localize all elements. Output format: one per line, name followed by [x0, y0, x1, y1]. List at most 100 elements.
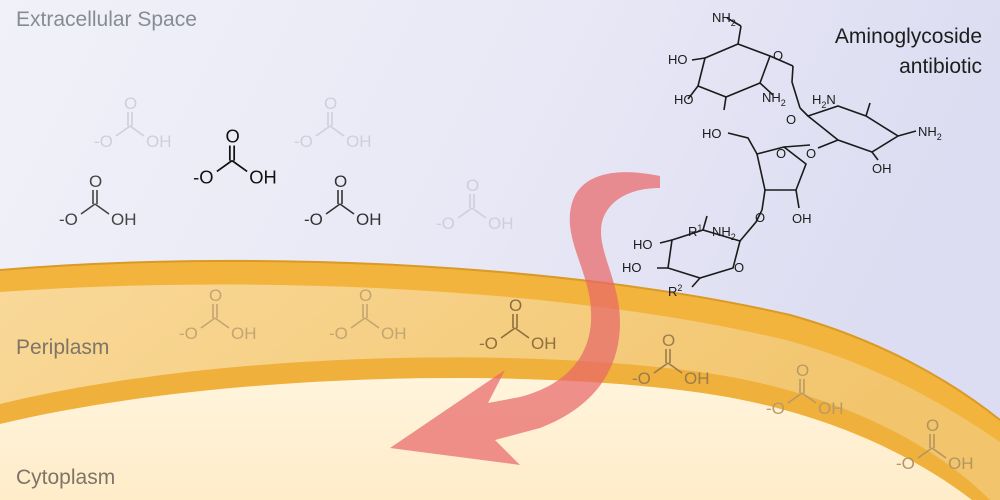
bicarbonate-bond [471, 207, 487, 219]
bicarbonate-bond [801, 392, 817, 404]
bicarbonate-bond [787, 392, 803, 404]
bicarbonate-bond [325, 203, 341, 215]
bicarbonate-o-minus: -O [94, 132, 113, 151]
bicarbonate-bond [94, 203, 110, 215]
label-o-ring-d: O [734, 260, 744, 275]
label-ho-d1: HO [633, 237, 653, 252]
bicarbonate-o: O [509, 296, 522, 315]
bicarbonate-bond [514, 327, 530, 339]
bicarbonate-molecule: O -O OH [896, 416, 974, 473]
bicarbonate-oh: OH [356, 210, 382, 229]
bicarbonate-oh: OH [231, 324, 257, 343]
bicarbonate-bond [667, 362, 683, 374]
inner-membrane [0, 357, 1000, 500]
label-h2n-b: H2N [812, 92, 836, 110]
label-ho-c: HO [702, 126, 722, 141]
label-ho-d2: HO [622, 260, 642, 275]
bicarbonate-bond [931, 447, 947, 459]
bicarbonate-oh: OH [146, 132, 172, 151]
bicarbonate-bond [500, 327, 516, 339]
bicarbonate-o: O [324, 94, 337, 113]
bicarbonate-bond [80, 203, 96, 215]
label-ho-a2: HO [674, 92, 694, 107]
bicarbonate-o: O [796, 361, 809, 380]
structure-labels: NH2 HO HO O NH2 O H2N NH2 OH O HO O OH O… [622, 10, 942, 299]
label-o-ring-c: O [776, 146, 786, 161]
bicarbonate-o: O [662, 331, 675, 350]
ring-c [756, 146, 807, 191]
label-oh-b: OH [872, 161, 892, 176]
bicarbonate-o-minus: -O [294, 132, 313, 151]
bicarbonate-bond [653, 362, 669, 374]
bicarbonate-bond [129, 125, 145, 137]
label-r2: R2 [668, 283, 682, 299]
bicarbonate-bond [350, 317, 366, 329]
periplasm-label: Periplasm [16, 336, 110, 359]
uptake-arrow [390, 172, 660, 465]
bicarbonate-oh: OH [346, 132, 372, 151]
bicarbonate-o-minus: -O [179, 324, 198, 343]
bicarbonate-bond [329, 125, 345, 137]
label-nh2-d: NH2 [712, 224, 736, 242]
bicarbonate-oh: OH [948, 454, 974, 473]
antibiotic-title-line1: Aminoglycoside [834, 25, 982, 48]
bicarbonate-o: O [209, 286, 222, 305]
label-nh2-b: NH2 [918, 124, 942, 142]
bicarbonate-bond [200, 317, 216, 329]
bicarbonate-o-minus: -O [304, 210, 323, 229]
bicarbonate-o-minus: -O [436, 214, 455, 233]
bicarbonate-o: O [226, 125, 240, 146]
bicarbonate-oh: OH [381, 324, 407, 343]
bicarbonate-o: O [89, 172, 102, 191]
bicarbonate-oh: OH [531, 334, 557, 353]
bicarbonate-oh: OH [111, 210, 137, 229]
bicarbonate-molecule: O -O OH [479, 296, 557, 353]
bicarbonate-o: O [926, 416, 939, 435]
bicarbonate-bond [315, 125, 331, 137]
antibiotic-title: Aminoglycoside antibiotic [835, 22, 982, 82]
bicarbonate-molecule: O -O OH [179, 286, 257, 343]
bicarbonate-molecule: O -O OH [59, 172, 137, 229]
label-nh2-a: NH2 [762, 90, 786, 108]
bicarbonate-o-minus: -O [479, 334, 498, 353]
bicarbonate-molecule: O -O OH [304, 172, 382, 229]
bicarbonate-bond [231, 159, 248, 173]
label-oh-c: OH [792, 211, 812, 226]
cytoplasm-label: Cytoplasm [16, 466, 116, 489]
label-o-link2: O [806, 146, 816, 161]
label-r1: R1 [688, 223, 702, 239]
bicarbonate-o-minus: -O [59, 210, 78, 229]
bicarbonate-molecule: O -O OH [329, 286, 407, 343]
bicarbonate-bond [214, 317, 230, 329]
bicarbonate-bond [457, 207, 473, 219]
antibiotic-title-line2: antibiotic [899, 55, 982, 78]
label-nh2-top: NH2 [712, 10, 736, 28]
label-ho-a: HO [668, 52, 688, 67]
bicarbonate-molecule: O -O OH [766, 361, 844, 418]
bicarbonate-bond [339, 203, 355, 215]
bicarbonate-o-minus: -O [896, 454, 915, 473]
bicarbonate-o-minus: -O [632, 369, 651, 388]
bicarbonate-oh: OH [818, 399, 844, 418]
bicarbonate-bond [917, 447, 933, 459]
label-o-ring-a: O [773, 48, 783, 63]
bicarbonate-o-minus: -O [766, 399, 785, 418]
outer-membrane-highlight [0, 259, 1000, 421]
bicarbonate-bond [364, 317, 380, 329]
bicarbonate-oh: OH [684, 369, 710, 388]
bicarbonate-molecule: O -O OH [632, 331, 710, 388]
bicarbonate-o: O [359, 286, 372, 305]
bicarbonate-o: O [466, 176, 479, 195]
bicarbonate-molecule: O -O OH [294, 94, 372, 151]
bicarbonate-oh: OH [249, 166, 277, 187]
bicarbonate-bond [216, 159, 233, 173]
aminoglycoside-structure [657, 17, 917, 288]
bicarbonate-o: O [334, 172, 347, 191]
extracellular-label: Extracellular Space [16, 8, 197, 31]
bicarbonate-o-minus: -O [329, 324, 348, 343]
